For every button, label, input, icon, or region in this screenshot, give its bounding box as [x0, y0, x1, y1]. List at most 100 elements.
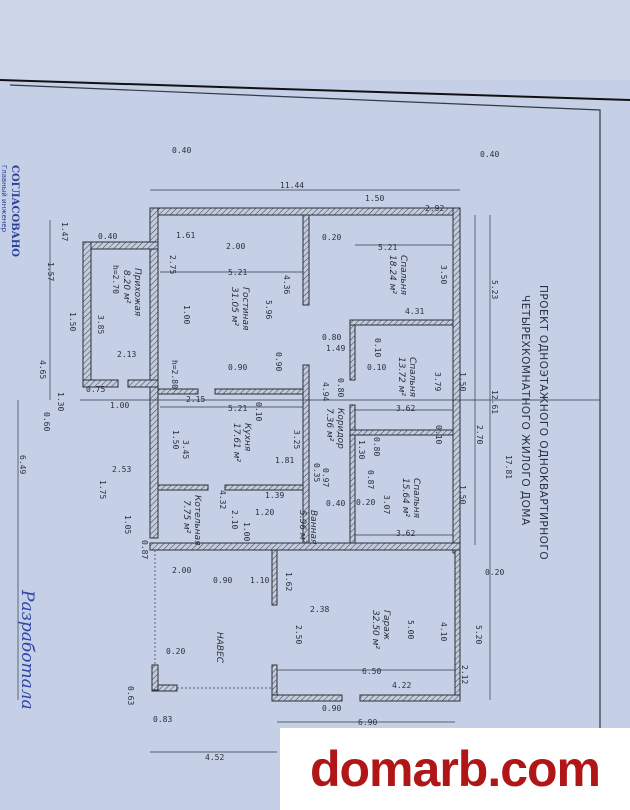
dim: 0.60	[42, 412, 51, 431]
dim: 0.20	[166, 647, 185, 656]
dim: 4.52	[205, 753, 224, 762]
dim: 5.21	[378, 243, 397, 252]
room-bedroom1-area: 18.24 м²	[387, 255, 397, 294]
title-line-1: ПРОЕКТ ОДНОЭТАЖНОГО ОДНОКВАРТИРНОГО	[537, 285, 549, 560]
dim: 4.22	[392, 681, 411, 690]
dim: 5.21	[228, 404, 247, 413]
title-line-2: ЧЕТЫРЕХКОМНАТНОГО ЖИЛОГО ДОМА	[519, 295, 531, 526]
room-boiler-area: 7.75 м²	[181, 500, 191, 534]
dim: 0.87	[140, 540, 149, 559]
dim: 1.75	[98, 480, 107, 499]
dim: 1.49	[326, 344, 345, 353]
dim: 0.20	[356, 498, 375, 507]
dim: 0.10	[367, 363, 386, 372]
dim: 0.63	[126, 686, 135, 705]
dim: 2.92	[425, 204, 444, 213]
watermark-text: domarb.com	[309, 741, 601, 797]
dim: 4.36	[282, 275, 291, 294]
dim: 3.07	[382, 495, 391, 514]
dim: 0.75	[86, 385, 105, 394]
room-living-area: 31.05 м²	[229, 287, 239, 326]
dim: 1.50	[365, 194, 384, 203]
dim: 2.50	[294, 625, 303, 644]
dim: 1.05	[123, 515, 132, 534]
dim: 2.75	[168, 255, 177, 274]
room-entrance-area: 8.20 м²	[121, 270, 131, 304]
dim: 5.20	[474, 625, 483, 644]
dim: 0.83	[153, 715, 172, 724]
room-bedroom2-area: 13.72 м²	[396, 357, 406, 396]
dim: 6.49	[18, 455, 27, 474]
dim: 12.61	[490, 390, 499, 414]
dim: 2.10	[230, 510, 239, 529]
room-entrance-name: Прихожая	[132, 268, 142, 317]
dim: 2.70	[475, 425, 484, 444]
dim: 17.81	[504, 455, 513, 479]
dim: 0.10	[373, 338, 382, 357]
dim: 1.62	[284, 572, 293, 591]
room-bedroom3-area: 15.64 м²	[400, 478, 410, 517]
dim: 3.45	[181, 440, 190, 459]
dim: 0.35	[312, 463, 321, 482]
dim: 6.50	[362, 667, 381, 676]
dim: 2.00	[172, 566, 191, 575]
dim: 1.50	[458, 372, 467, 391]
room-entrance-height: h=2.70	[111, 265, 120, 294]
dim: 1.30	[56, 392, 65, 411]
dim: 0.80	[322, 333, 341, 342]
dim: 1.57	[46, 262, 55, 281]
dim: 3.25	[292, 430, 301, 449]
dim: 0.87	[366, 470, 375, 489]
dim: 2.13	[117, 350, 136, 359]
dim: 3.62	[396, 529, 415, 538]
paper-top	[0, 0, 630, 80]
dim: 0.40	[326, 499, 345, 508]
dimension-labels: 0.40 11.44 1.50 2.92 0.40 1.47 0.40 1.61…	[18, 146, 513, 762]
room-bath-name: Ванная	[308, 510, 318, 545]
room-bath-area: 5.96 м²	[297, 510, 307, 544]
dim: 2.15	[186, 395, 205, 404]
room-corridor-area: 7.36 м²	[324, 408, 334, 442]
dim: 0.10	[434, 425, 443, 444]
paper-edge	[0, 79, 630, 101]
dim: 4.94	[321, 382, 330, 401]
dim: 3.85	[96, 315, 105, 334]
dim: 0.40	[172, 146, 191, 155]
dim: 1.50	[458, 485, 467, 504]
room-labels: Прихожая 8.20 м² h=2.70 Гостиная 31.05 м…	[111, 255, 421, 664]
dim: 2.00	[226, 242, 245, 251]
dim: 1.61	[176, 231, 195, 240]
dim: 4.31	[405, 307, 424, 316]
dim: 0.90	[213, 576, 232, 585]
room-garage-name: Гараж	[381, 610, 391, 641]
dim: 0.80	[336, 378, 345, 397]
dim: 1.50	[68, 312, 77, 331]
room-garage-area: 32.50 м²	[370, 610, 380, 649]
dim: 11.44	[280, 181, 304, 190]
room-living-name: Гостиная	[240, 287, 250, 331]
dim: 0.10	[254, 402, 263, 421]
dimension-lines	[17, 189, 600, 753]
room-kitchen-area: 17.61 м²	[231, 423, 241, 462]
dim: 6.90	[358, 718, 377, 727]
dim: 5.96	[264, 300, 273, 319]
approval-stamp: СОГЛАСОВАНО	[9, 165, 20, 257]
dim: 0.40	[480, 150, 499, 159]
dim: 0.90	[274, 352, 283, 371]
dim: 1.10	[250, 576, 269, 585]
dim: 1.50	[171, 430, 180, 449]
handwritten-signature: Разработала	[17, 589, 37, 710]
dim: 0.20	[322, 233, 341, 242]
dim: 3.79	[433, 372, 442, 391]
dim: 1.81	[275, 456, 294, 465]
dim: 0.40	[98, 232, 117, 241]
dim: 3.50	[439, 265, 448, 284]
walls	[82, 207, 461, 702]
dim: 2.38	[310, 605, 329, 614]
ceiling-height: h=2.80	[170, 360, 179, 389]
room-kitchen-name: Кухня	[242, 423, 252, 452]
room-bedroom2-name: Спальня	[407, 357, 417, 398]
dim: 4.32	[218, 490, 227, 509]
dim: 5.00	[406, 620, 415, 639]
room-bedroom3-name: Спальня	[411, 478, 421, 519]
